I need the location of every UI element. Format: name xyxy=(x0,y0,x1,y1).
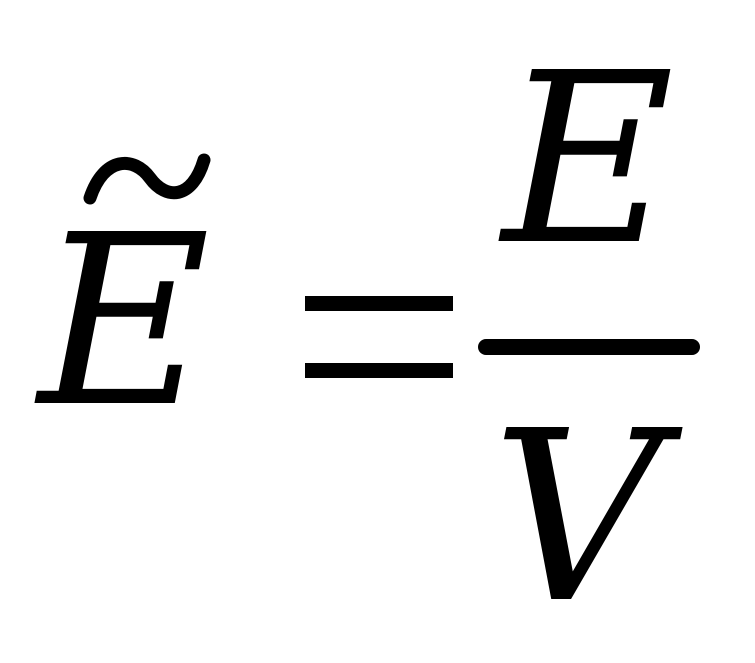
equals-bar-bottom xyxy=(305,363,453,378)
equals-sign xyxy=(305,296,453,378)
lhs-term: E xyxy=(38,184,211,459)
fraction-bar xyxy=(478,339,700,355)
fraction-denominator: V xyxy=(492,380,663,655)
tilde-accent-icon xyxy=(83,153,211,205)
fraction-numerator: E xyxy=(502,22,675,297)
equals-bar-top xyxy=(305,296,453,311)
lhs-symbol: E xyxy=(38,184,211,459)
